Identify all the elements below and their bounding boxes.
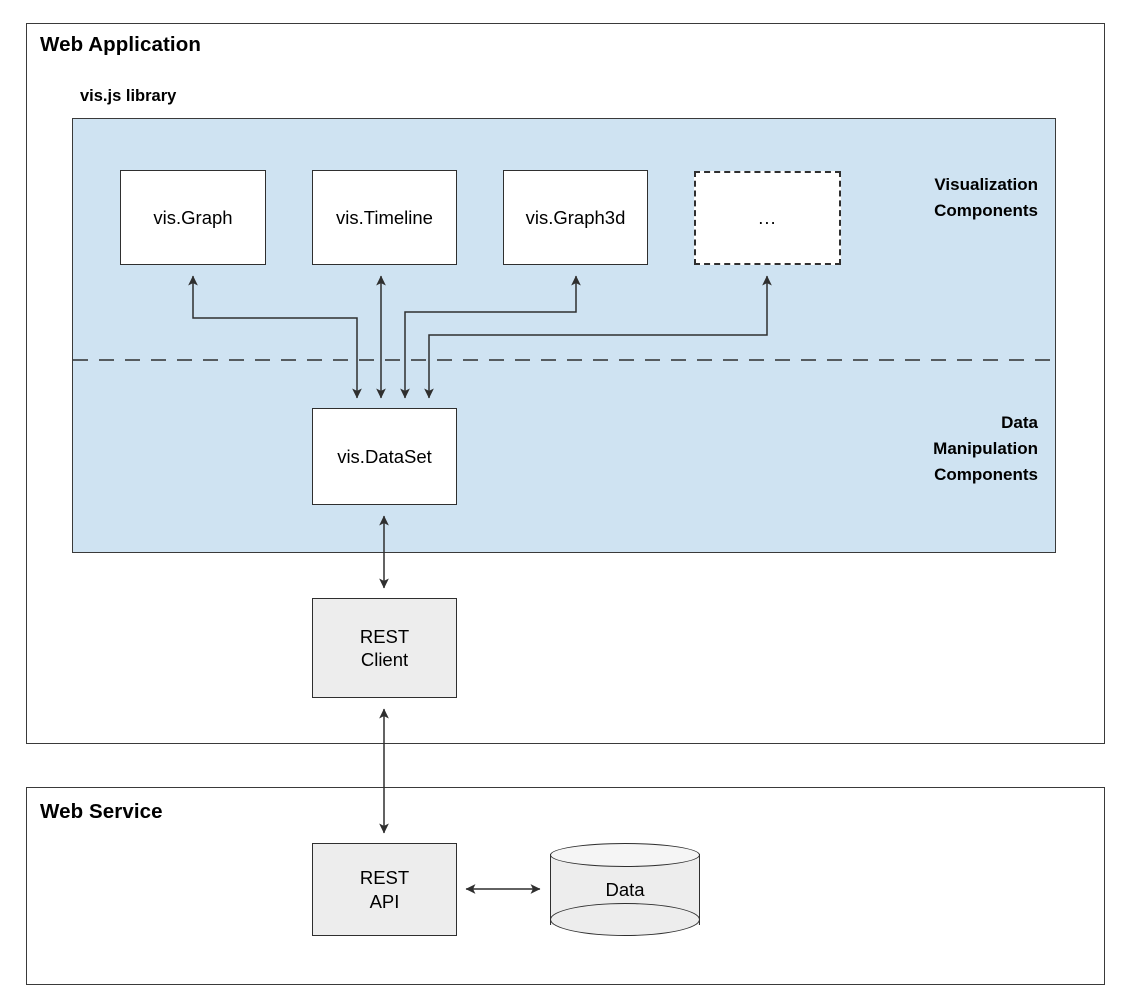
visjs-library-label: vis.js library: [80, 87, 177, 105]
node-vis-graph3d[interactable]: vis.Graph3d: [503, 170, 648, 265]
node-vis-graph[interactable]: vis.Graph: [120, 170, 266, 265]
node-data-store[interactable]: Data: [550, 843, 700, 936]
node-rest-api[interactable]: REST API: [312, 843, 457, 936]
cylinder-bottom: [550, 903, 700, 936]
web-service-container: [26, 787, 1105, 985]
node-vis-dataset[interactable]: vis.DataSet: [312, 408, 457, 505]
node-vis-timeline[interactable]: vis.Timeline: [312, 170, 457, 265]
web-application-container: [26, 23, 1105, 744]
web-application-title: Web Application: [40, 33, 201, 56]
visualization-components-label: Visualization Components: [934, 175, 1038, 220]
web-service-title: Web Service: [40, 800, 163, 823]
data-store-label: Data: [605, 878, 645, 900]
node-more-components[interactable]: ...: [694, 171, 841, 265]
data-manipulation-components-label: Data Manipulation Components: [933, 413, 1038, 484]
node-rest-client[interactable]: REST Client: [312, 598, 457, 698]
cylinder-top: [550, 843, 700, 867]
